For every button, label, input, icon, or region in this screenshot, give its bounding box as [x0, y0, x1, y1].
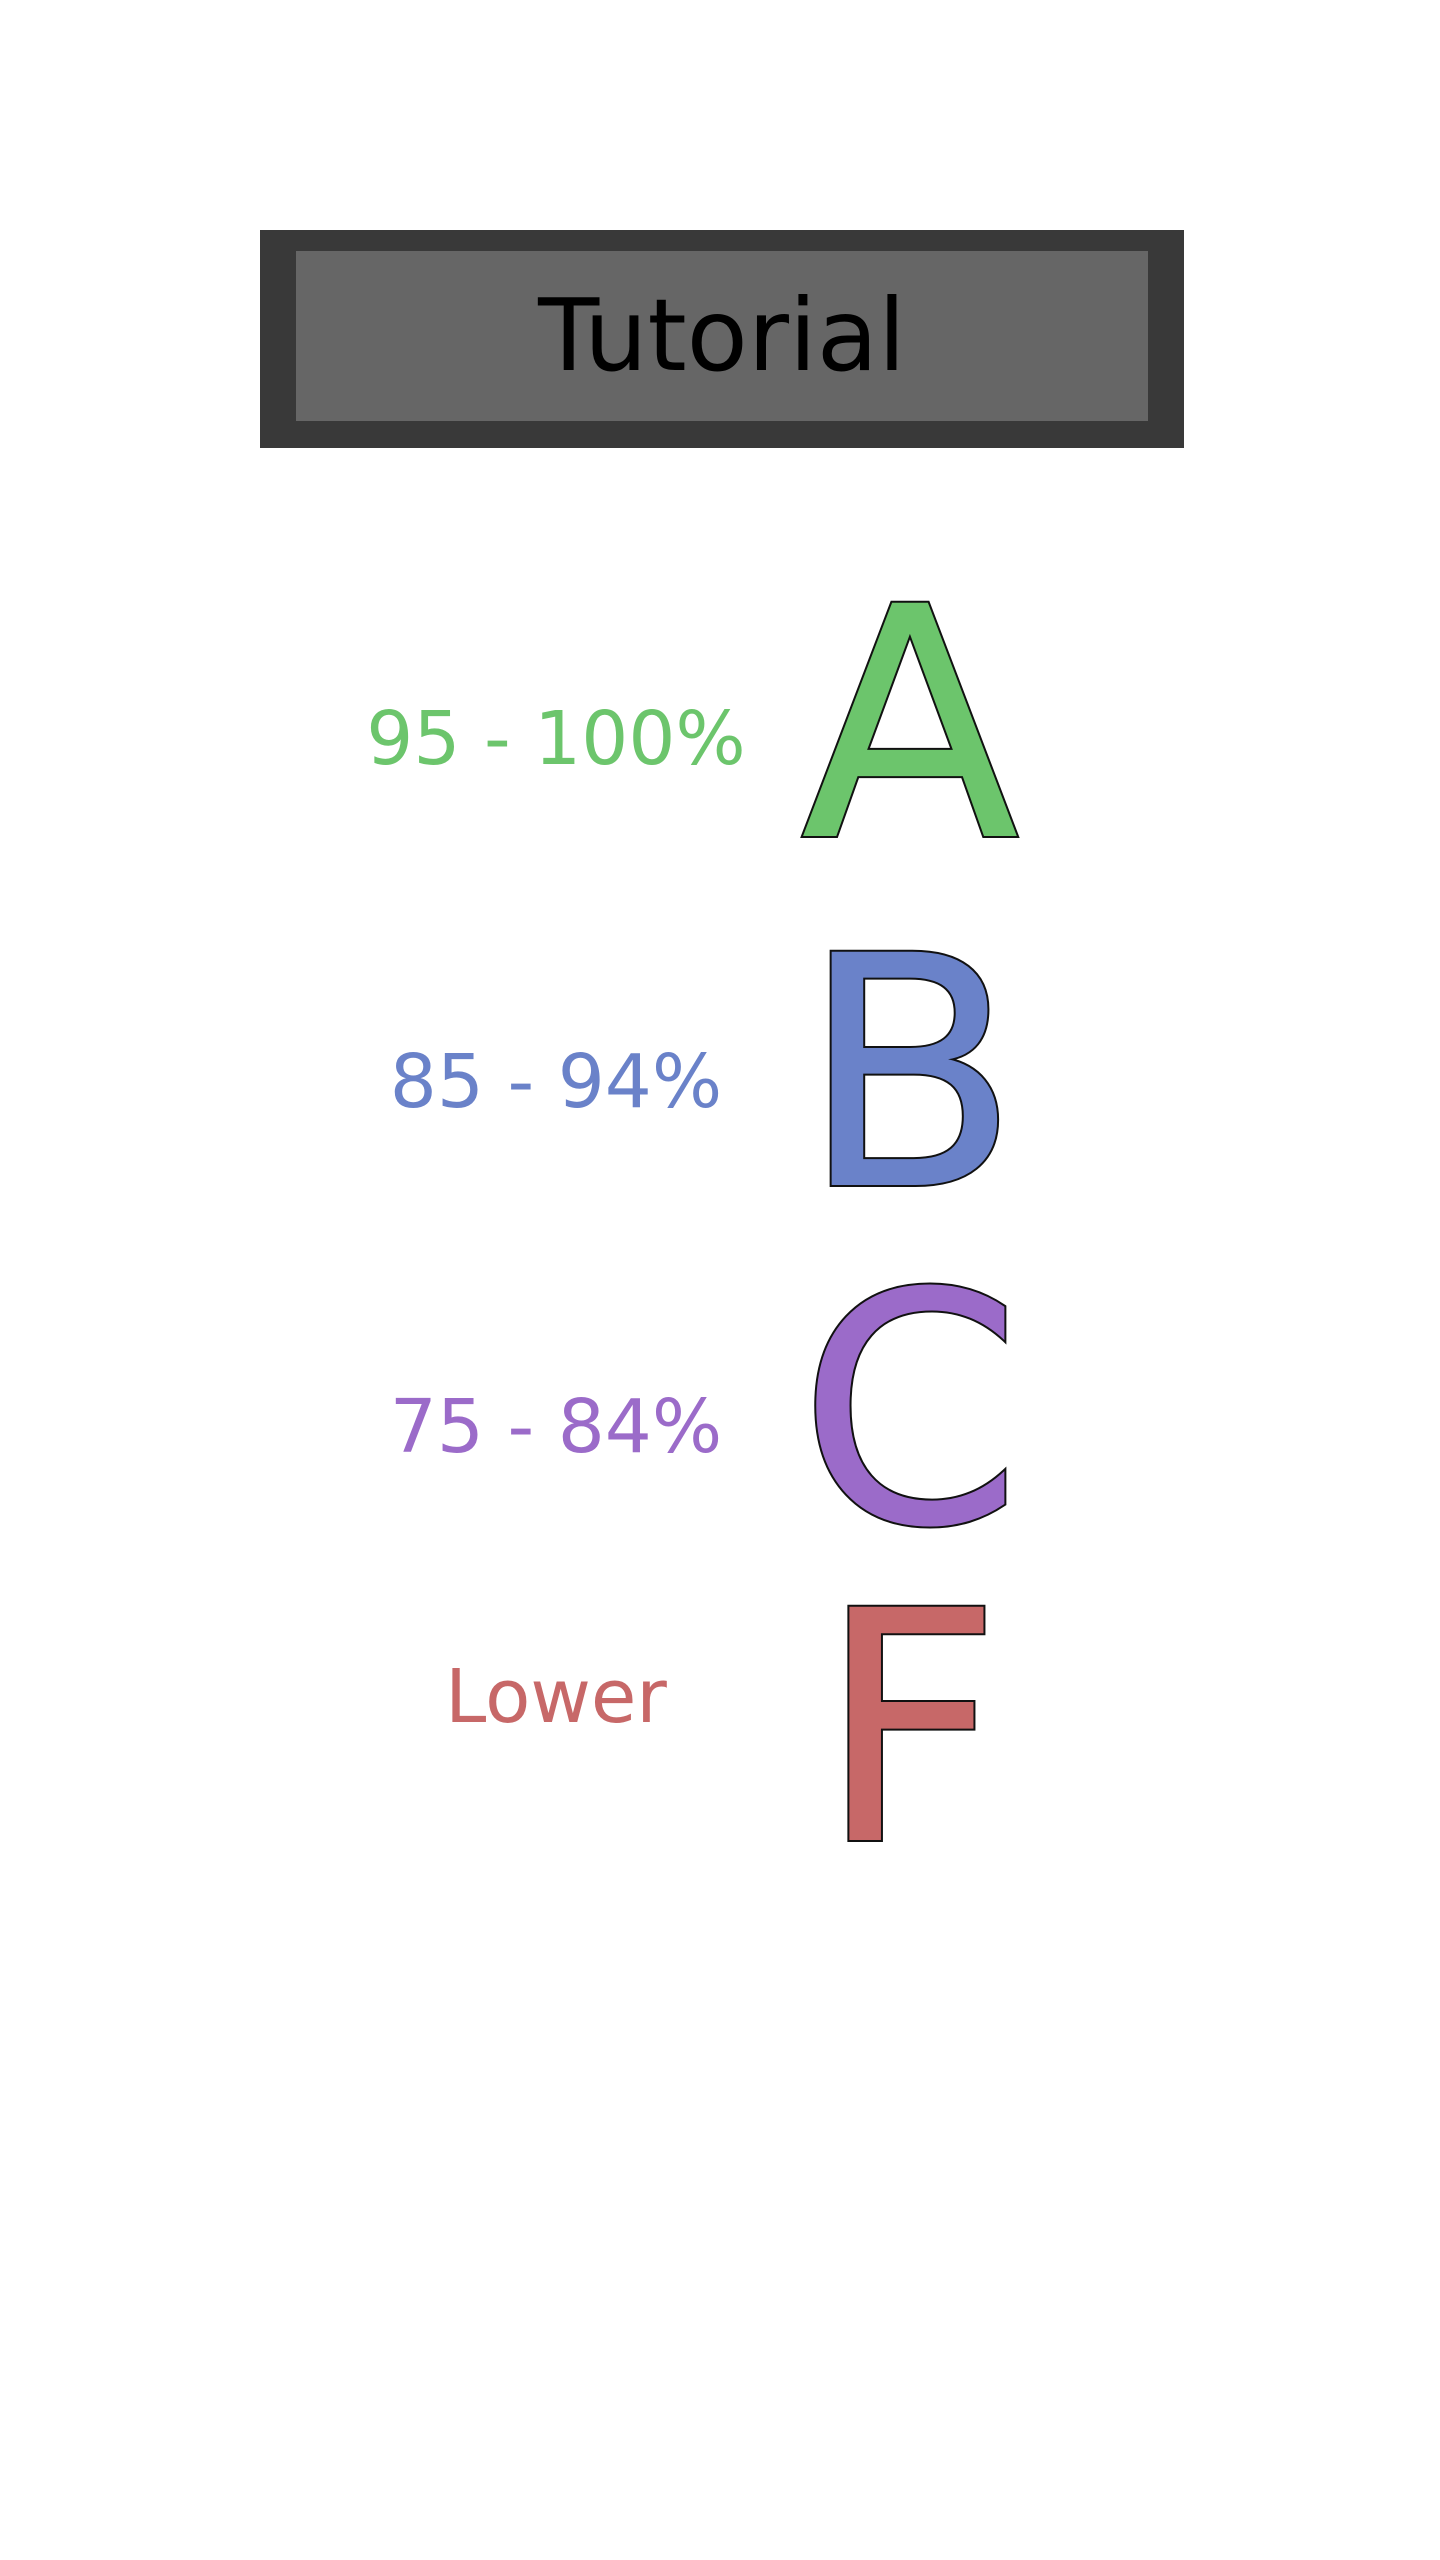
grade-range-label: 95 - 100%: [366, 696, 746, 782]
grade-letter: A: [799, 540, 1022, 912]
tutorial-button-face[interactable]: Tutorial: [296, 251, 1148, 421]
grade-range-label: 75 - 84%: [389, 1384, 723, 1470]
tutorial-label: Tutorial: [538, 277, 906, 394]
tutorial-button[interactable]: Tutorial: [260, 230, 1184, 448]
grade-letter: F: [816, 1544, 1004, 1916]
grade-range-label: Lower: [445, 1654, 667, 1740]
grade-letter: C: [796, 1226, 1023, 1598]
grade-range-label: 85 - 94%: [389, 1039, 723, 1125]
grade-letter: B: [798, 889, 1022, 1261]
